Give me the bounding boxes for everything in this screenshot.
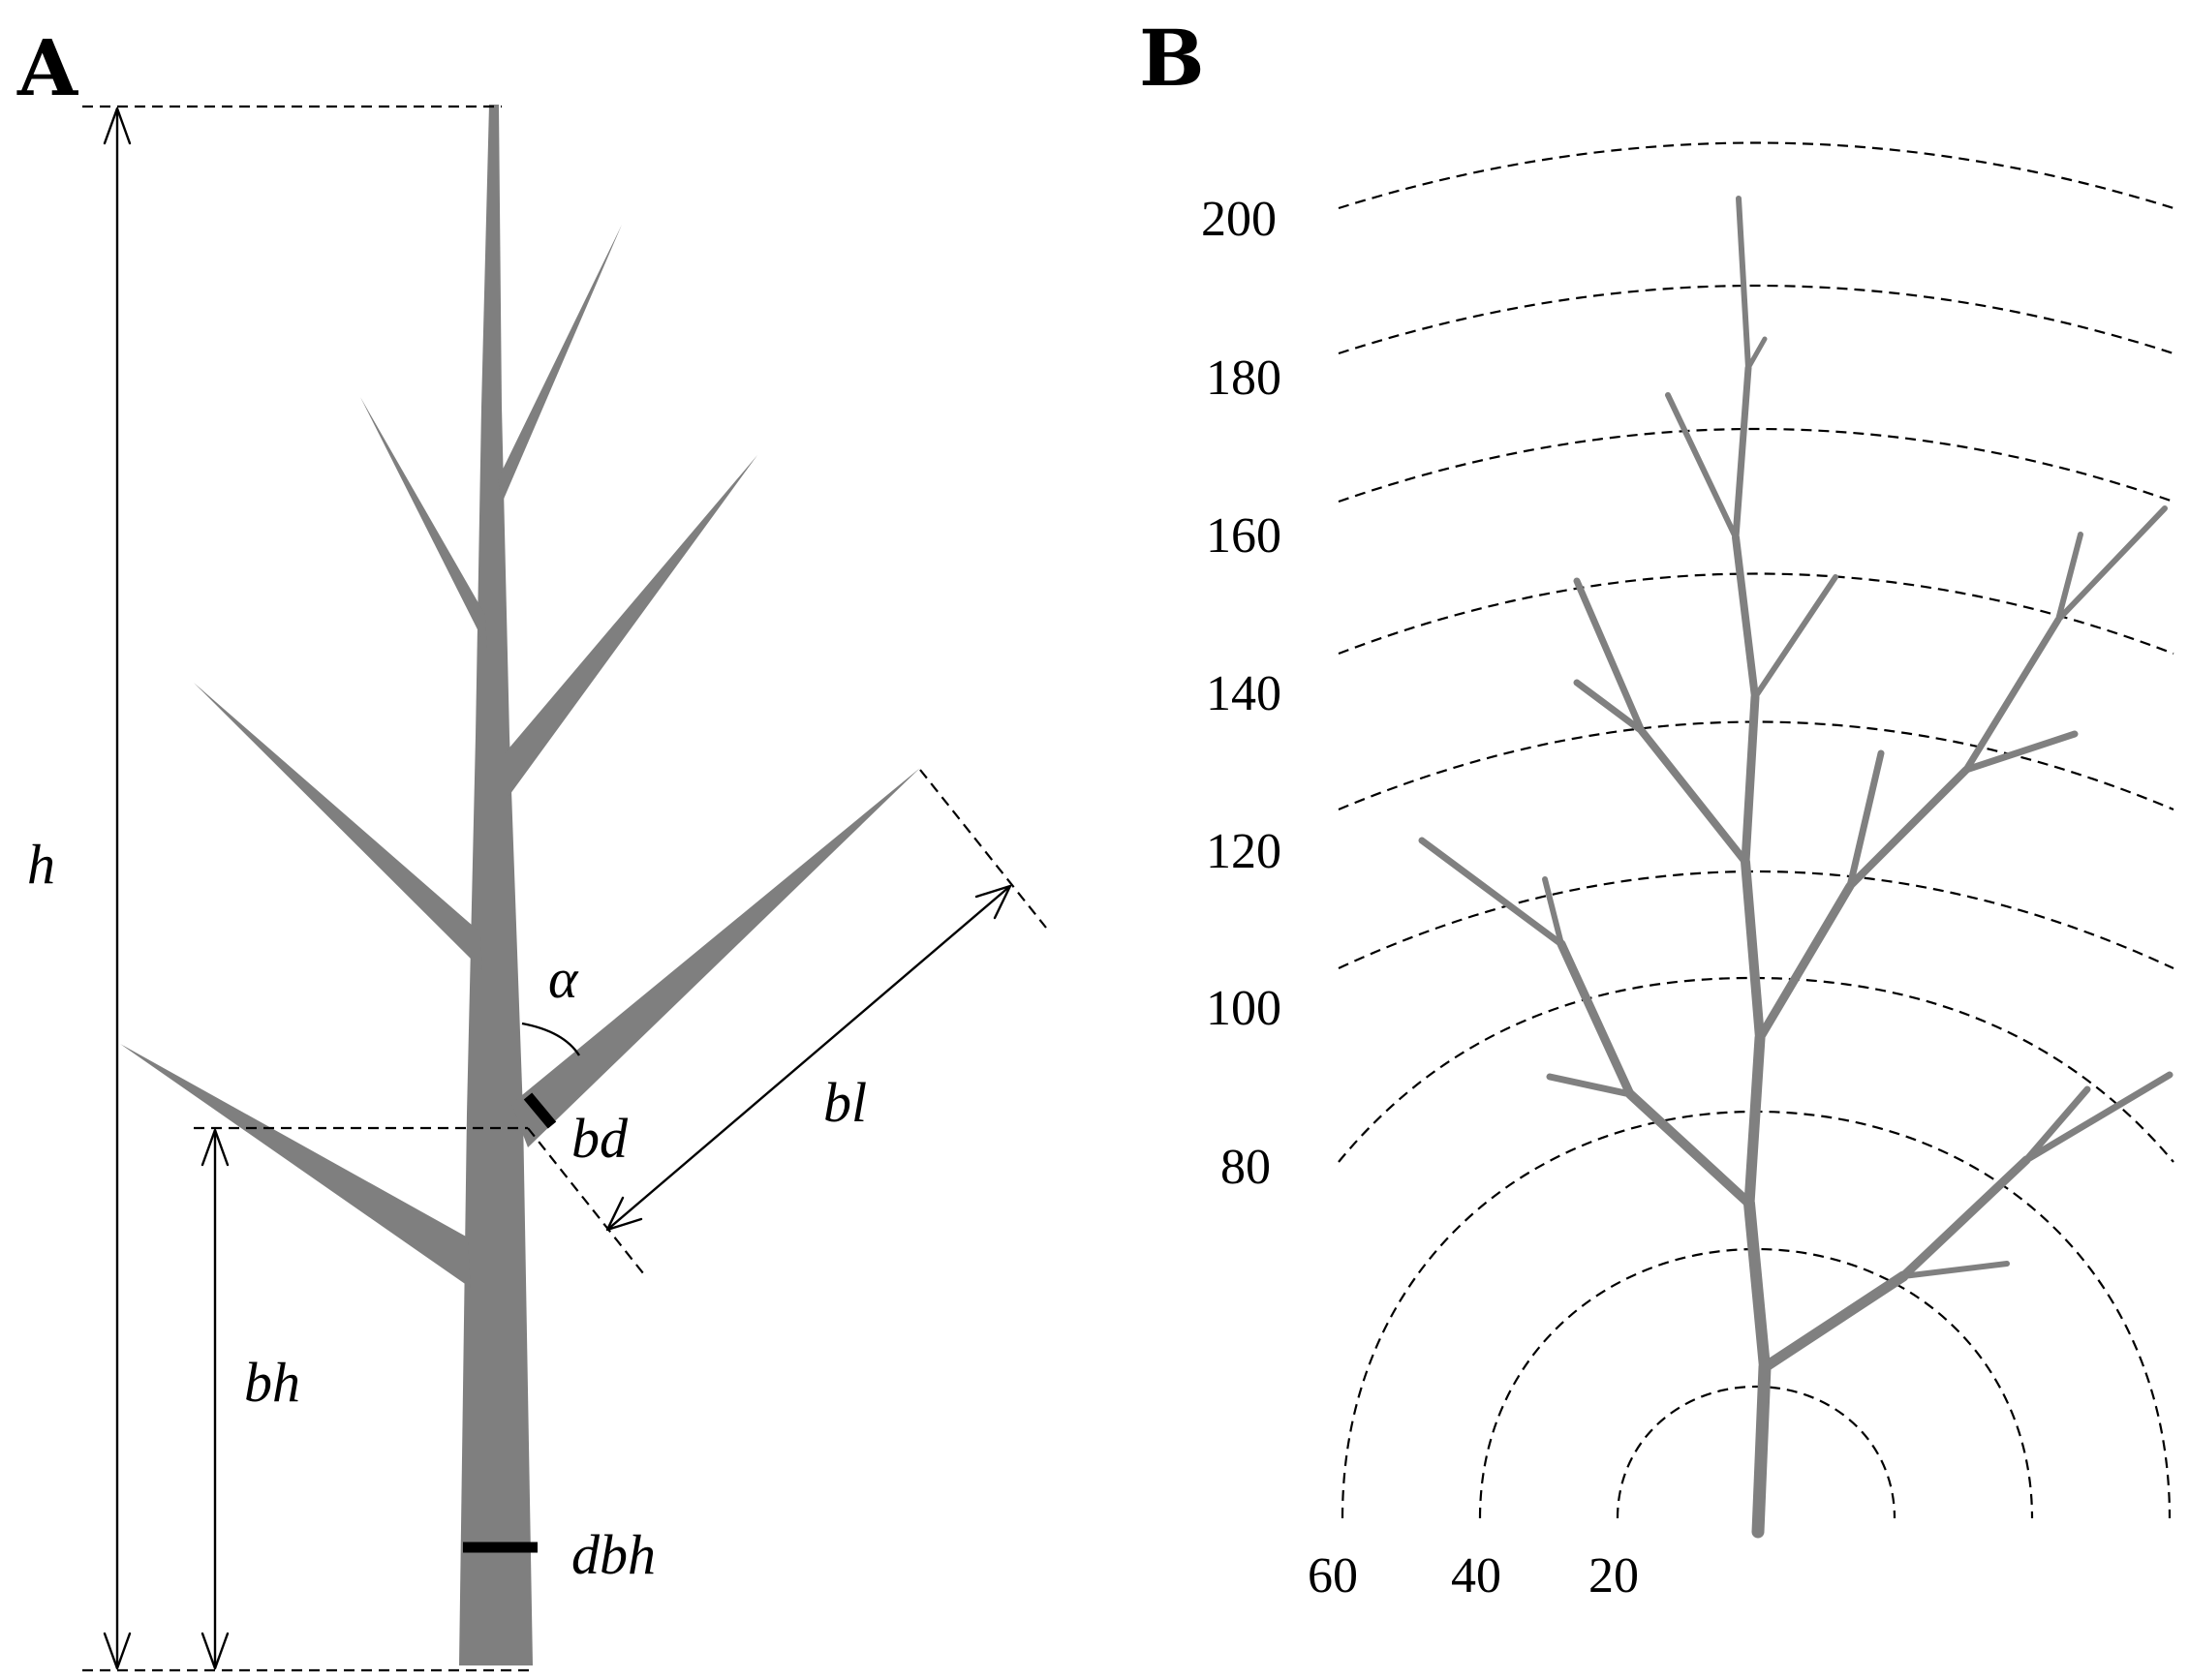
b-twig-140 [1752, 574, 1838, 700]
label-dbh: dbh [571, 1523, 656, 1586]
panel-a-branch-measured [511, 768, 920, 1147]
b-left-up-1 [1638, 727, 1749, 866]
b-left-2 [1557, 939, 1635, 1099]
contour-20 [1616, 1385, 1896, 1519]
height-tick-80: 80 [1220, 1140, 1271, 1195]
height-tick-140: 140 [1206, 666, 1281, 721]
bd-marker [523, 1092, 557, 1129]
contour-140 [1338, 572, 2174, 656]
branch-length-end-guide [919, 769, 1047, 929]
b-right-up-6 [2055, 532, 2083, 623]
label-bl: bl [823, 1071, 867, 1134]
b-trunk-4 [1741, 857, 1765, 1043]
b-trunk-5 [1741, 692, 1760, 867]
height-tick-labels: 200 180 160 140 120 100 80 [1201, 192, 1281, 1195]
panel-a-tree [120, 105, 920, 1665]
b-right-up-1 [1755, 881, 1855, 1043]
panel-b: B [1139, 13, 2174, 1604]
b-right-up-5 [1962, 616, 2062, 774]
contour-120 [1338, 720, 2174, 811]
panel-a-branch-4 [505, 455, 757, 802]
panel-a-branch-5 [360, 397, 487, 649]
branch-length-dimension [605, 884, 1012, 1232]
panel-b-letter: B [1139, 13, 1205, 104]
b-right-up-3 [1846, 766, 1970, 890]
branch-length-start-guide [527, 1127, 648, 1279]
b-trunk-1 [1751, 1360, 1772, 1539]
radius-tick-60: 60 [1308, 1548, 1358, 1604]
radius-tick-labels: 60 40 20 [1308, 1548, 1639, 1604]
b-left-4 [1418, 837, 1565, 948]
b-right-low-2 [1898, 1155, 2031, 1281]
contour-180 [1338, 284, 2174, 355]
contour-200 [1338, 141, 2174, 210]
branch-height-dimension [200, 1128, 230, 1670]
b-twig-top [1745, 336, 1768, 371]
b-right-up-2 [1846, 749, 1885, 890]
panel-a-branch-6 [498, 225, 622, 504]
contour-160 [1338, 427, 2174, 504]
b-left-3 [1546, 1073, 1634, 1098]
radius-tick-40: 40 [1451, 1548, 1501, 1604]
b-right-low-5 [1900, 1261, 2010, 1279]
label-bh: bh [244, 1351, 300, 1414]
b-trunk-3 [1743, 1032, 1766, 1209]
b-right-up-4 [1962, 730, 2079, 774]
b-trunk-7 [1732, 364, 1752, 541]
height-tick-120: 120 [1206, 824, 1281, 879]
height-tick-180: 180 [1206, 351, 1281, 406]
b-trunk-2 [1743, 1198, 1771, 1373]
panel-a: A [16, 22, 1047, 1672]
b-right-up-7 [2055, 505, 2168, 623]
contour-40 [1478, 1247, 2034, 1519]
panel-a-branch-3 [194, 683, 482, 970]
panel-b-tree [1418, 196, 2174, 1539]
b-left-5 [1542, 876, 1564, 947]
height-dimension [103, 107, 132, 1670]
height-tick-100: 100 [1206, 981, 1281, 1036]
b-trunk-6 [1732, 534, 1759, 701]
contour-100 [1338, 871, 2174, 969]
label-alpha: α [548, 947, 579, 1010]
b-right-low-4 [2022, 1071, 2174, 1164]
radius-tick-20: 20 [1588, 1548, 1639, 1604]
panel-a-branch-1 [120, 1044, 471, 1288]
label-h: h [27, 833, 55, 896]
panel-a-trunk [459, 105, 533, 1665]
b-trunk-8 [1736, 196, 1751, 371]
label-bd: bd [571, 1107, 629, 1170]
panel-a-letter: A [16, 22, 78, 113]
b-left-up-2 [1573, 679, 1646, 735]
b-twig-160 [1665, 392, 1739, 540]
alpha-angle-arc [521, 1022, 581, 1056]
height-tick-200: 200 [1201, 192, 1277, 247]
b-right-low-1 [1759, 1270, 1909, 1373]
b-right-low-3 [2022, 1085, 2091, 1164]
b-left-1 [1625, 1089, 1754, 1208]
height-tick-160: 160 [1206, 508, 1281, 564]
b-left-up-3 [1573, 577, 1646, 735]
